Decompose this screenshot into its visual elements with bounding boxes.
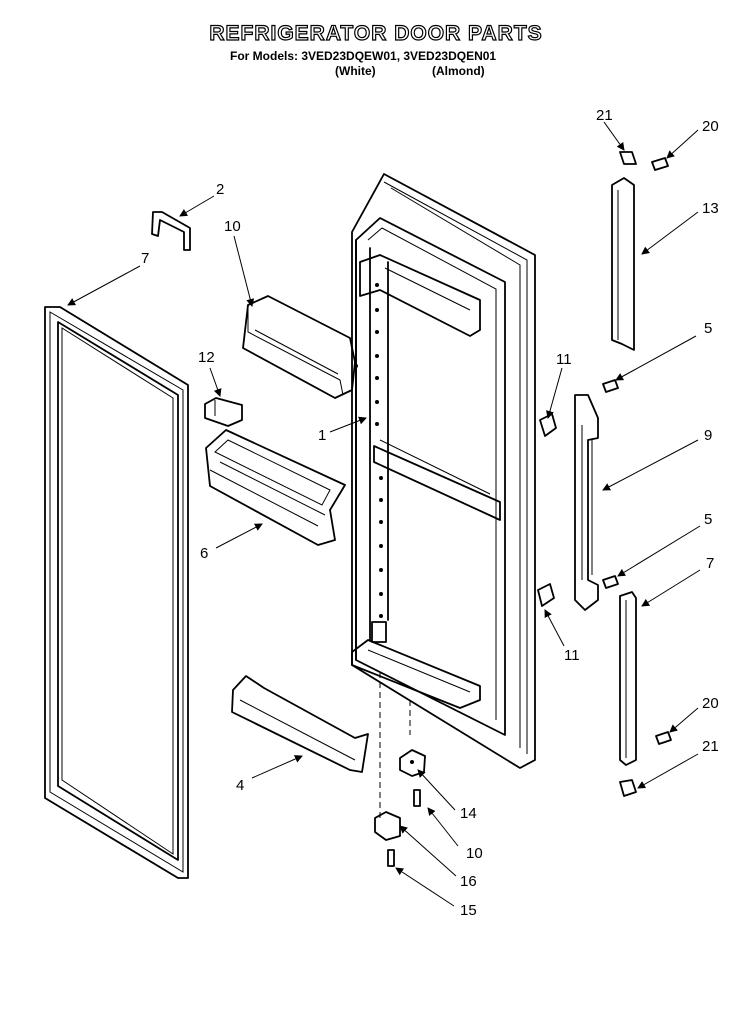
dairy-door-part-3	[242, 295, 358, 399]
color-almond-label: (Almond)	[432, 64, 485, 78]
callout-8: 7	[141, 250, 149, 267]
callout-11-bottom: 11	[564, 647, 580, 664]
hinge-block-part-10	[374, 811, 401, 841]
door-bin-part-6	[205, 429, 346, 546]
models-line: For Models: 3VED23DQEW01, 3VED23DQEN01	[230, 49, 497, 63]
callout-10: 10	[466, 845, 483, 862]
callout-5-bottom: 5	[704, 511, 712, 528]
liner-holes	[375, 283, 383, 618]
callout-12: 12	[198, 349, 215, 366]
trim-part-7	[619, 591, 672, 797]
dairy-hinge-part-12	[204, 397, 243, 427]
door-shelf-part-4	[231, 675, 369, 773]
callout-11-top: 11	[556, 351, 572, 368]
trim-part-13	[611, 151, 669, 351]
clip-part-2	[151, 211, 191, 251]
callout-4: 4	[236, 777, 244, 794]
callout-13: 13	[702, 200, 719, 217]
callout-1: 1	[318, 427, 326, 444]
callout-5-top: 5	[704, 320, 712, 337]
screws-bottom	[387, 789, 421, 867]
door-liner-part-1	[351, 173, 536, 820]
callout-16: 16	[460, 873, 477, 890]
callout-2: 2	[216, 181, 224, 198]
color-white-label: (White)	[335, 64, 376, 78]
callout-20-bottom: 20	[702, 695, 719, 712]
callout-9: 9	[704, 427, 712, 444]
handle-part-9	[537, 379, 619, 611]
callout-15: 15	[460, 902, 477, 919]
callout-labels: 2 10 7 12 1 6 4 14 10 16 15 21 20 13 5 1…	[141, 107, 719, 919]
leader-lines	[67, 121, 701, 907]
hinge-part-14	[399, 749, 426, 777]
callout-14: 14	[460, 805, 477, 822]
callout-7: 7	[706, 555, 714, 572]
callout-20-top: 20	[702, 118, 719, 135]
door-gasket-part-8	[44, 306, 189, 879]
callout-3: 10	[224, 218, 241, 235]
callout-21-top: 21	[596, 107, 613, 124]
callout-21-bottom: 21	[702, 738, 719, 755]
page-title: REFRIGERATOR DOOR PARTS	[209, 21, 543, 45]
callout-6: 6	[200, 545, 208, 562]
